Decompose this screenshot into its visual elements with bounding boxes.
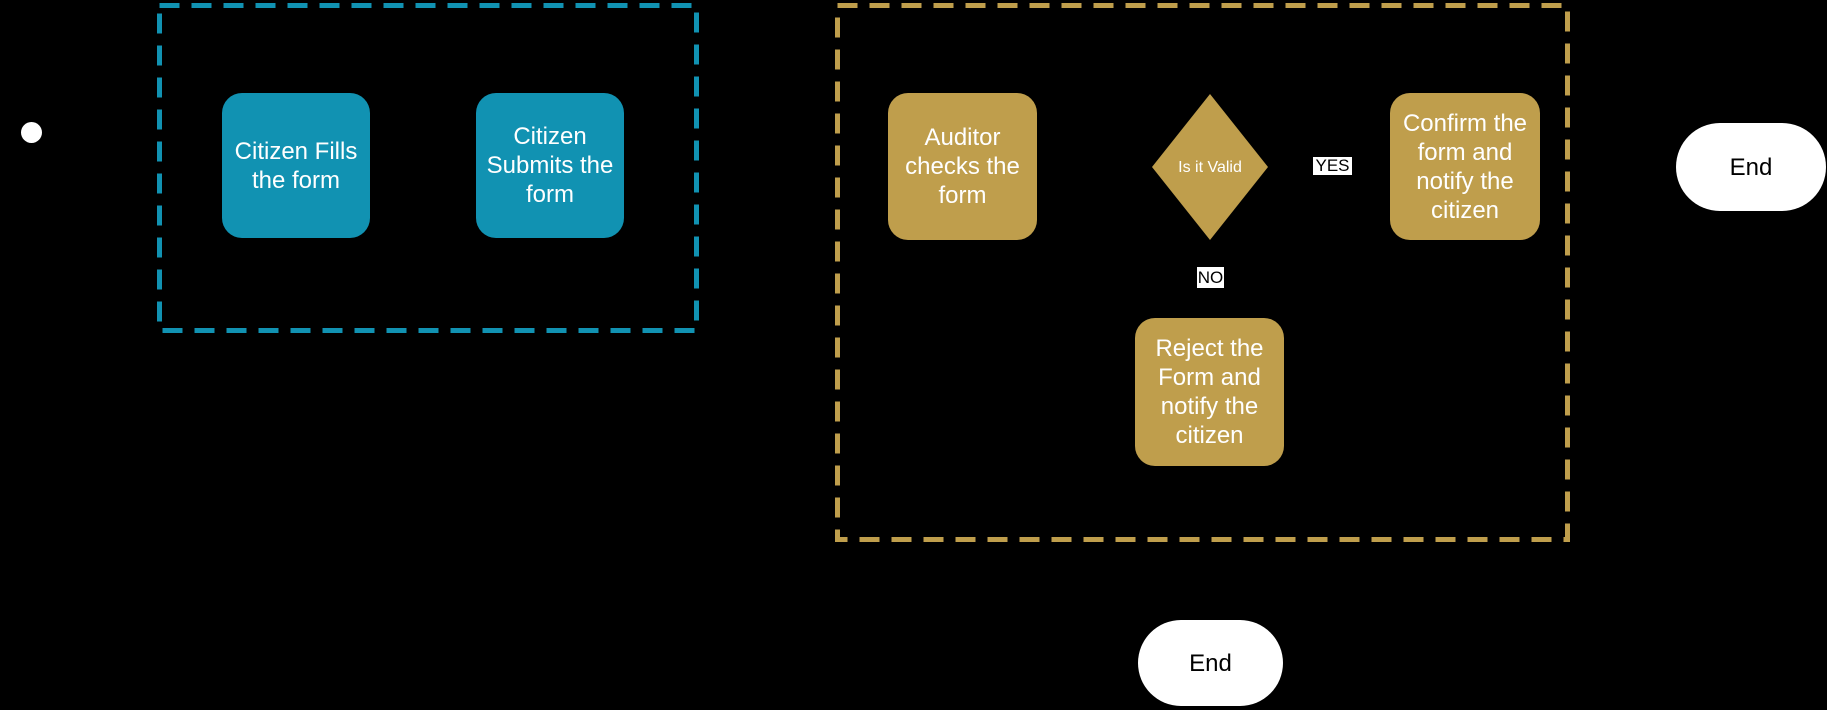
node-reject-and-notify[interactable]: Reject the Form and notify the citizen	[1135, 318, 1284, 466]
node-label: End	[1189, 649, 1232, 677]
node-label: Is it Valid	[1178, 158, 1242, 176]
citizen-lane-border	[157, 3, 699, 333]
citizen-lane[interactable]	[157, 3, 699, 333]
node-auditor-checks-form[interactable]: Auditor checks the form	[888, 93, 1037, 240]
edge-label-text: YES	[1315, 156, 1350, 175]
end-node-bottom[interactable]: End	[1138, 620, 1283, 706]
edge-label-yes[interactable]: YES	[1313, 157, 1352, 175]
edge-label-text: NO	[1197, 267, 1224, 287]
node-label: Reject the Form and notify the citizen	[1155, 335, 1264, 449]
node-label: Citizen Fills the form	[234, 137, 358, 194]
auditor-lane-border	[835, 3, 1570, 542]
node-label: Citizen Submits the form	[486, 123, 614, 208]
edge-label-no[interactable]: NO	[1197, 267, 1224, 288]
node-confirm-and-notify[interactable]: Confirm the form and notify the citizen	[1390, 93, 1540, 240]
node-label: Auditor checks the form	[905, 124, 1020, 209]
start-circle[interactable]	[21, 122, 42, 143]
node-label: End	[1729, 153, 1773, 181]
auditor-lane[interactable]	[835, 3, 1570, 542]
end-node-right[interactable]: End	[1676, 123, 1826, 211]
node-label: Confirm the form and notify the citizen	[1402, 109, 1528, 224]
node-citizen-fills-form[interactable]: Citizen Fills the form	[222, 93, 370, 238]
node-citizen-submits-form[interactable]: Citizen Submits the form	[476, 93, 624, 238]
